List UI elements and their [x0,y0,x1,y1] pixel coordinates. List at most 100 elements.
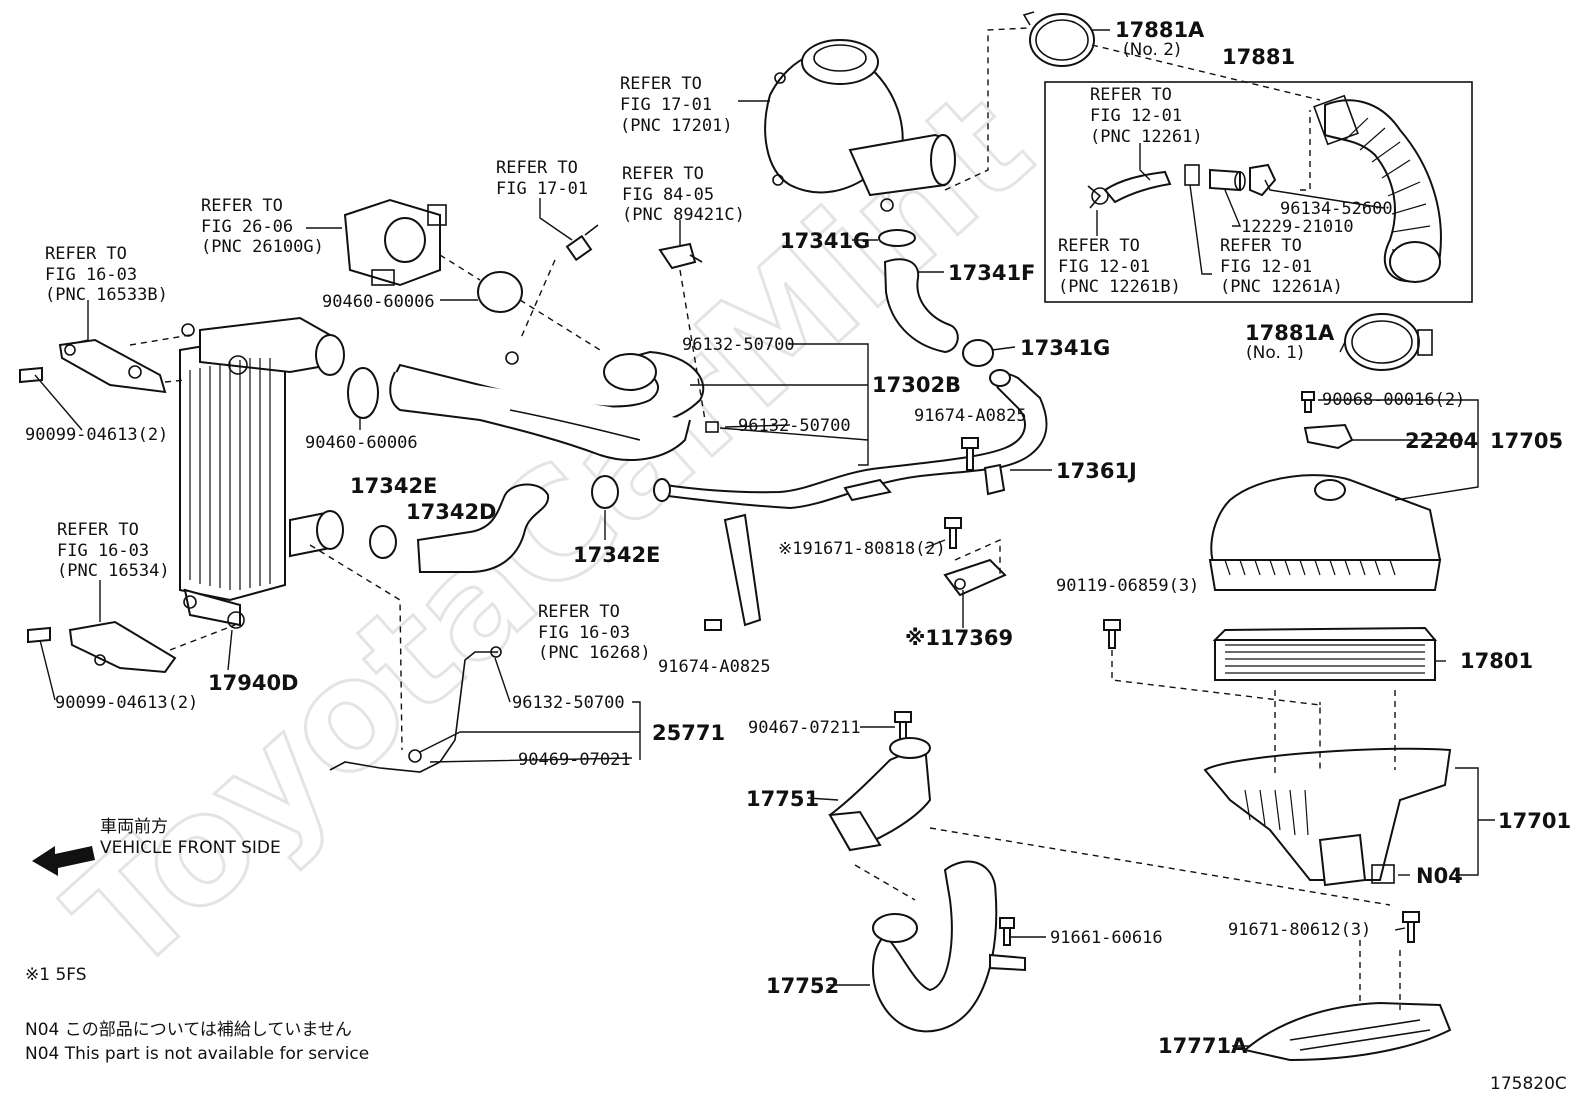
diagram-notes: 車両前方 VEHICLE FRONT SIDE ※1 5FS N04 この部品に… [25,817,1567,1094]
ref-26100g-line2: FIG 26-06 [201,217,293,237]
ref-89421c-line3: (PNC 89421C) [622,205,745,225]
ref-17201-line3: (PNC 17201) [620,116,733,136]
intercooler-bracket-lower [27,620,177,674]
label-17881a-no2: 17881A [1115,18,1205,42]
label-91661-60616: 91661-60616 [1050,928,1163,948]
pressure-sensor [565,224,599,262]
ref-89421c-line1: REFER TO [622,164,704,184]
label-17881a-no2-sub: (No. 2) [1123,40,1181,60]
clamp-17341g-top [878,229,916,247]
ref-16534-line1: REFER TO [57,520,139,540]
clamp-17342e-left [369,525,397,559]
n04-note-jp: N04 この部品については補給していません [25,1020,352,1040]
ref-12261b-line1: REFER TO [1058,236,1140,256]
air-cleaner-cap [1208,474,1442,591]
hose-17342d [416,483,550,573]
label-17752: 17752 [766,974,839,998]
label-96132-50700-mid: 96132-50700 [738,416,851,436]
clamp-90460-upper [477,271,523,313]
air-duct-17752 [872,860,1026,1033]
bolt-icons [704,391,1420,946]
label-25771: 25771 [652,721,725,745]
dashed-guide-lines [129,27,1401,1010]
vsv-bracket [658,242,703,270]
label-17342d: 17342D [406,500,497,524]
label-22204: 22204 [1405,429,1478,453]
ref-fig-17-01-line1: REFER TO [496,158,578,178]
ref-16268-line1: REFER TO [538,602,620,622]
label-90068-00016: 90068-00016(2) [1322,390,1465,410]
figure-code: 175820C [1490,1074,1567,1094]
ref-12261a-line2: FIG 12-01 [1220,257,1312,277]
label-96132-50700-upper: 96132-50700 [682,335,795,355]
label-17341g-top: 17341G [780,229,870,253]
ref-12261-line2: FIG 12-01 [1090,106,1182,126]
assembly-box-17881 [1044,81,1473,303]
ref-16534-line2: FIG 16-03 [57,541,149,561]
n04-note-en: N04 This part is not available for servi… [25,1044,369,1064]
ref-12261a-line1: REFER TO [1220,236,1302,256]
hose-clamp-no2 [1022,11,1095,67]
ref-16534-line3: (PNC 16534) [57,561,170,581]
label-17705: 17705 [1490,429,1563,453]
label-91671-80612: 91671-80612(3) [1228,920,1371,940]
ref-12261b-line2: FIG 12-01 [1058,257,1150,277]
air-duct-17751 [828,737,932,852]
clamp-17341g-mid [962,339,994,367]
label-96132-50700-lower: 96132-50700 [512,693,625,713]
elbow-hose-17341f [883,258,959,354]
wire-harness-25771 [329,651,498,773]
label-17801: 17801 [1460,649,1533,673]
ref-12261b-line3: (PNC 12261B) [1058,277,1181,297]
label-12229-21010: 12229-21010 [1241,217,1354,237]
air-filter-element [1212,626,1438,681]
ref-16533b-line3: (PNC 16533B) [45,285,168,305]
throttle-body [343,198,447,287]
label-90119-06859: 90119-06859(3) [1056,576,1199,596]
vehicle-front-label-en: VEHICLE FRONT SIDE [100,838,281,858]
label-17341f: 17341F [948,261,1035,285]
ref-16533b-line2: FIG 16-03 [45,265,137,285]
label-17751: 17751 [746,787,819,811]
ref-26100g-line1: REFER TO [201,196,283,216]
ref-12261-line1: REFER TO [1090,85,1172,105]
footnote-5fs: ※1 5FS [25,965,87,985]
label-17701: 17701 [1498,809,1571,833]
pipe-17361j [653,369,1048,627]
vehicle-front-arrow [32,846,95,876]
label-17342e-right: 17342E [573,543,660,567]
label-n04: N04 [1416,864,1463,888]
intake-hose-17881 [1313,94,1442,283]
label-90099-04613-lower: 90099-04613(2) [55,693,198,713]
clamp-90460-lower [347,367,379,419]
wire-clip [408,749,422,763]
label-17881: 17881 [1222,45,1295,69]
intercooler-hose-17302b [389,350,719,461]
intercooler [179,316,345,629]
intercooler-bracket-upper [19,338,167,394]
label-96134-52600: 96134-52600 [1280,199,1393,219]
label-17342e-left: 17342E [350,474,437,498]
maf-sensor [1303,423,1354,450]
pcv-hose-set [1087,163,1277,209]
clamp-17342e-right [591,475,619,509]
label-91674-a0825-upper: 91674-A0825 [914,406,1027,426]
vehicle-front-label-jp: 車両前方 [100,817,168,837]
ref-16268-line3: (PNC 16268) [538,643,651,663]
ref-26100g-line3: (PNC 26100G) [201,237,324,257]
ref-17201-line2: FIG 17-01 [620,95,712,115]
label-90460-60006-upper: 90460-60006 [322,292,435,312]
air-cleaner-case [1203,747,1452,887]
bracket-17369 [943,558,1007,597]
wire-clip-end [490,646,502,658]
ref-fig-17-01-line2: FIG 17-01 [496,179,588,199]
ref-89421c-line2: FIG 84-05 [622,185,714,205]
label-17881a-no1: 17881A [1245,321,1335,345]
label-91674-a0825-lower: 91674-A0825 [658,657,771,677]
label-17369: ※117369 [905,626,1013,650]
part-labels: 17881A (No. 2) 17881 REFER TO FIG 17-01 … [25,18,1571,1058]
label-17361j: 17361J [1056,459,1137,483]
label-17771a: 17771A [1158,1034,1248,1058]
ref-16268-line2: FIG 16-03 [538,623,630,643]
